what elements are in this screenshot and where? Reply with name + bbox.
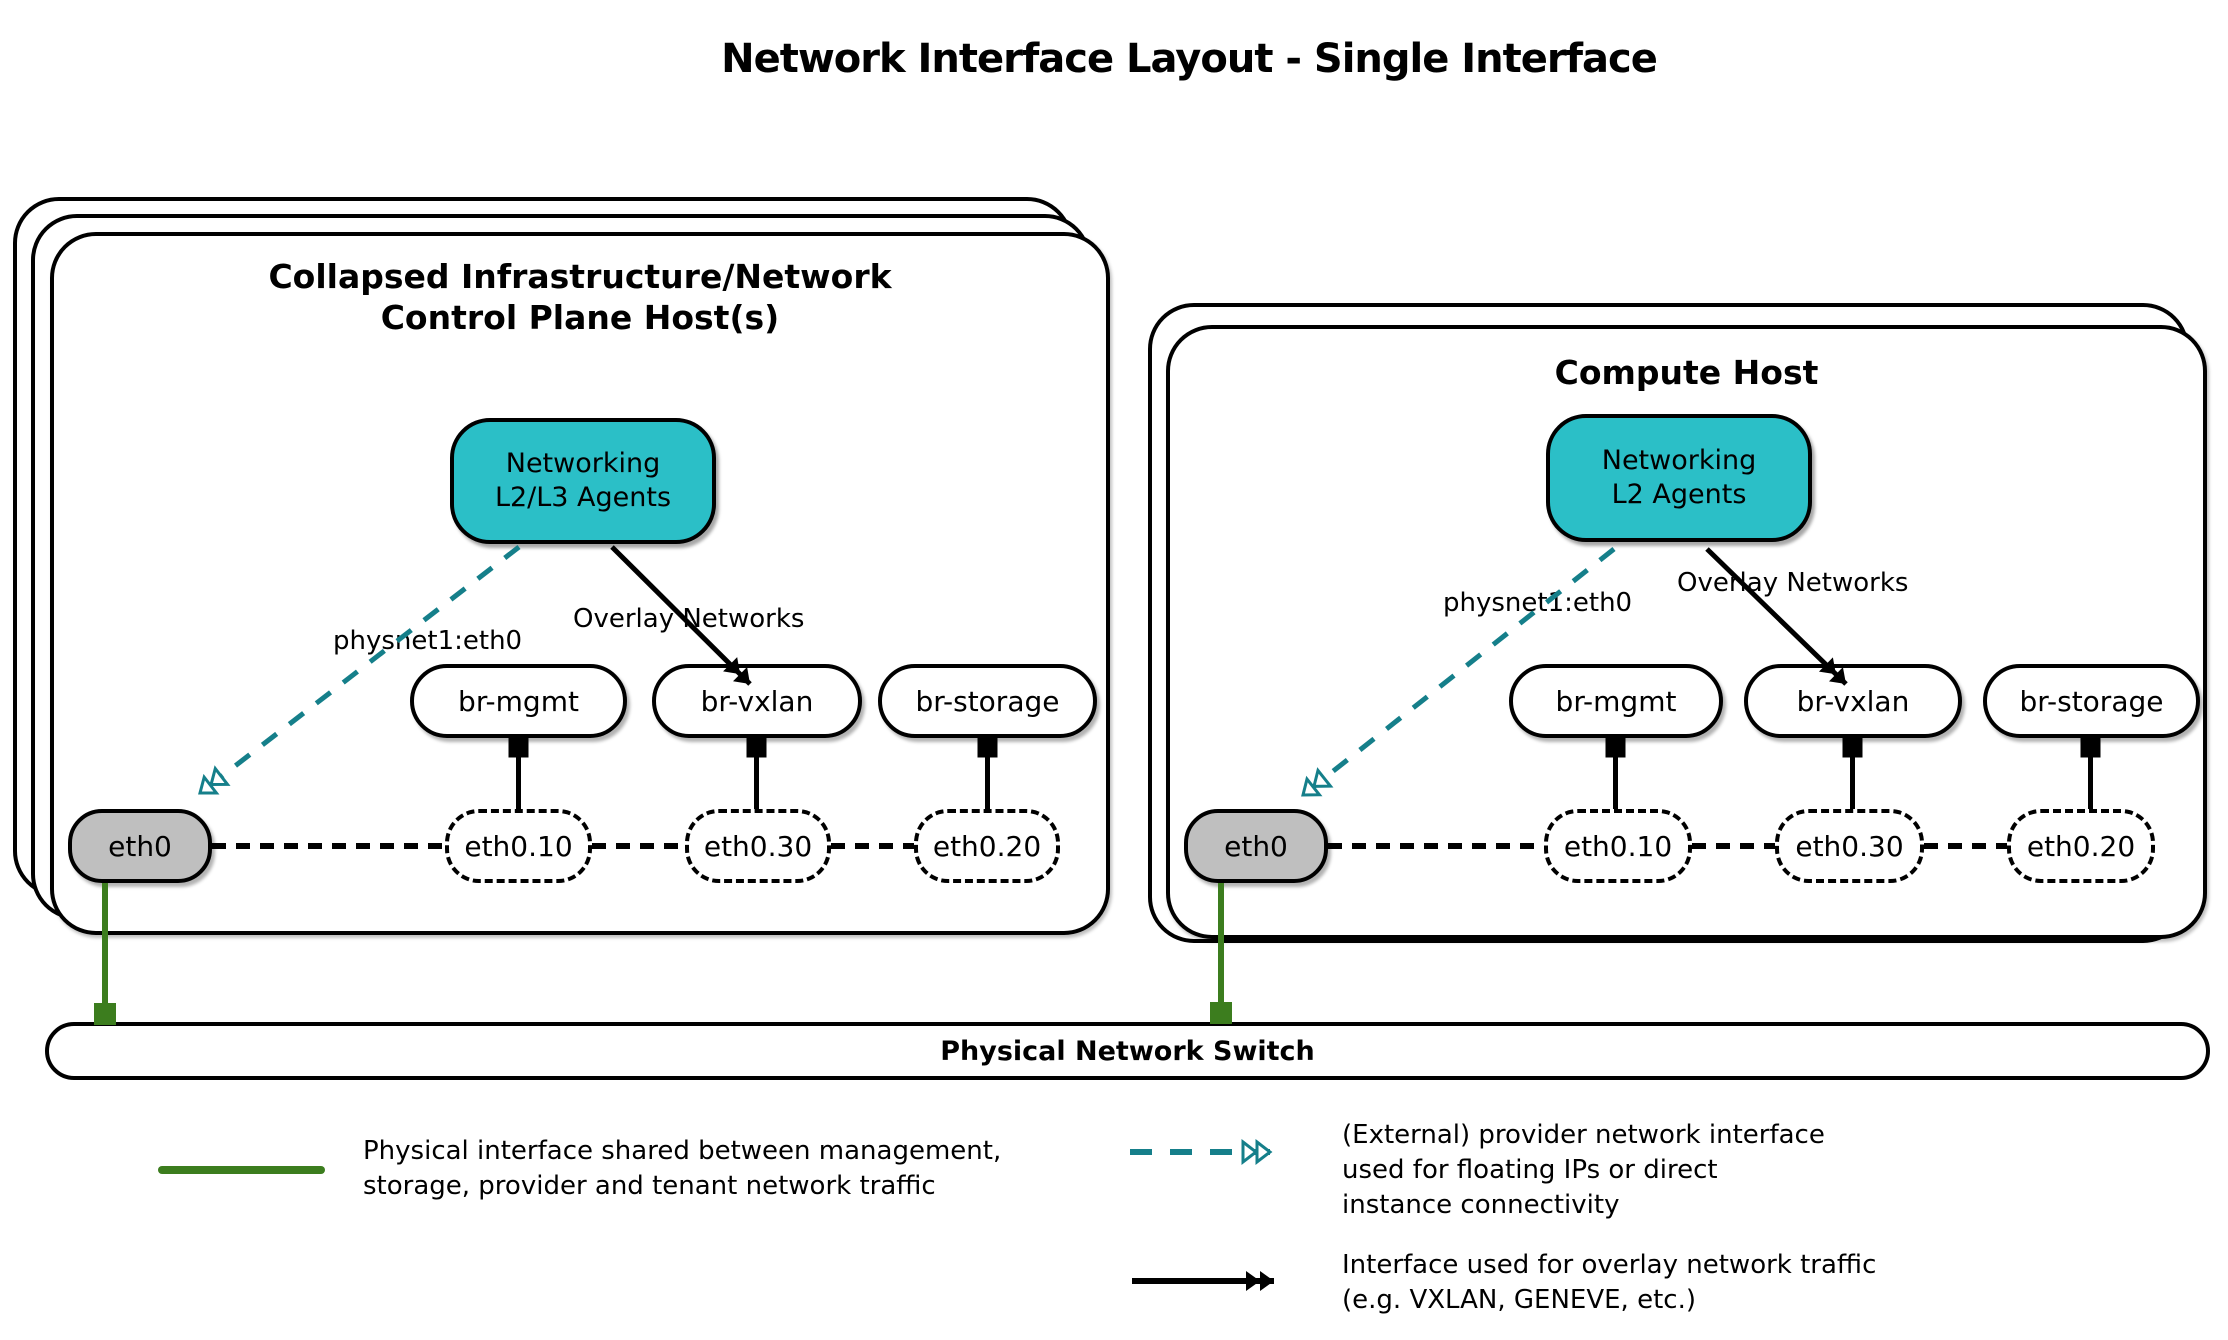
- compute-provider-edge-label: physnet1:eth0: [1443, 588, 1633, 618]
- page-title: Network Interface Layout - Single Interf…: [721, 36, 1658, 82]
- compute-agent-label-line2: L2 Agents: [1611, 479, 1747, 510]
- control-overlay-edge-label: Overlay Networks: [573, 604, 805, 634]
- control-host-title: Collapsed Infrastructure/Network Control…: [50, 256, 1110, 338]
- compute-interface-eth0-10: eth0.10: [1544, 809, 1692, 883]
- legend-physical-text: Physical interface shared between manage…: [363, 1134, 1001, 1204]
- control-bridge-br-vxlan: br-vxlan: [652, 664, 862, 738]
- control-agent-label-line2: L2/L3 Agents: [494, 482, 672, 513]
- physical-network-switch: Physical Network Switch: [45, 1022, 2210, 1080]
- physical-network-switch-label: Physical Network Switch: [940, 1035, 1315, 1067]
- legend-provider-line3: instance connectivity: [1342, 1190, 1620, 1220]
- compute-interface-eth0: eth0: [1184, 809, 1328, 883]
- compute-bridge-br-mgmt: br-mgmt: [1509, 664, 1723, 738]
- control-bridge-br-storage: br-storage: [878, 664, 1097, 738]
- control-interface-eth0-20: eth0.20: [914, 809, 1060, 883]
- compute-bridge-br-storage: br-storage: [1983, 664, 2200, 738]
- control-host-title-line1: Collapsed Infrastructure/Network: [268, 257, 892, 296]
- physical-link-swatch-icon: [158, 1166, 325, 1174]
- control-networking-agents-node: Networking L2/L3 Agents: [450, 418, 716, 544]
- legend-physical-line2: storage, provider and tenant network tra…: [363, 1171, 936, 1201]
- compute-interface-eth0-30: eth0.30: [1775, 809, 1924, 883]
- control-interface-eth0: eth0: [68, 809, 212, 883]
- legend-provider-line2: used for floating IPs or direct: [1342, 1155, 1718, 1185]
- control-provider-edge-label: physnet1:eth0: [333, 626, 523, 656]
- control-host-title-line2: Control Plane Host(s): [380, 298, 780, 337]
- compute-interface-eth0-20: eth0.20: [2007, 809, 2155, 883]
- legend-physical-line1: Physical interface shared between manage…: [363, 1136, 1002, 1166]
- legend-provider-text: (External) provider network interface us…: [1342, 1118, 1825, 1223]
- legend-overlay-line2: (e.g. VXLAN, GENEVE, etc.): [1342, 1285, 1696, 1315]
- control-bridge-br-mgmt: br-mgmt: [410, 664, 627, 738]
- compute-agent-label-line1: Networking: [1601, 445, 1757, 476]
- control-interface-eth0-10: eth0.10: [445, 809, 592, 883]
- legend-overlay-text: Interface used for overlay network traff…: [1342, 1248, 1876, 1318]
- legend-provider-line1: (External) provider network interface: [1342, 1120, 1825, 1150]
- compute-overlay-edge-label: Overlay Networks: [1677, 568, 1909, 598]
- control-interface-eth0-30: eth0.30: [685, 809, 831, 883]
- compute-host-title: Compute Host: [1554, 353, 1819, 392]
- legend-overlay-line1: Interface used for overlay network traff…: [1342, 1250, 1877, 1280]
- control-agent-label-line1: Networking: [505, 448, 661, 479]
- compute-networking-agents-node: Networking L2 Agents: [1546, 414, 1812, 542]
- compute-bridge-br-vxlan: br-vxlan: [1744, 664, 1962, 738]
